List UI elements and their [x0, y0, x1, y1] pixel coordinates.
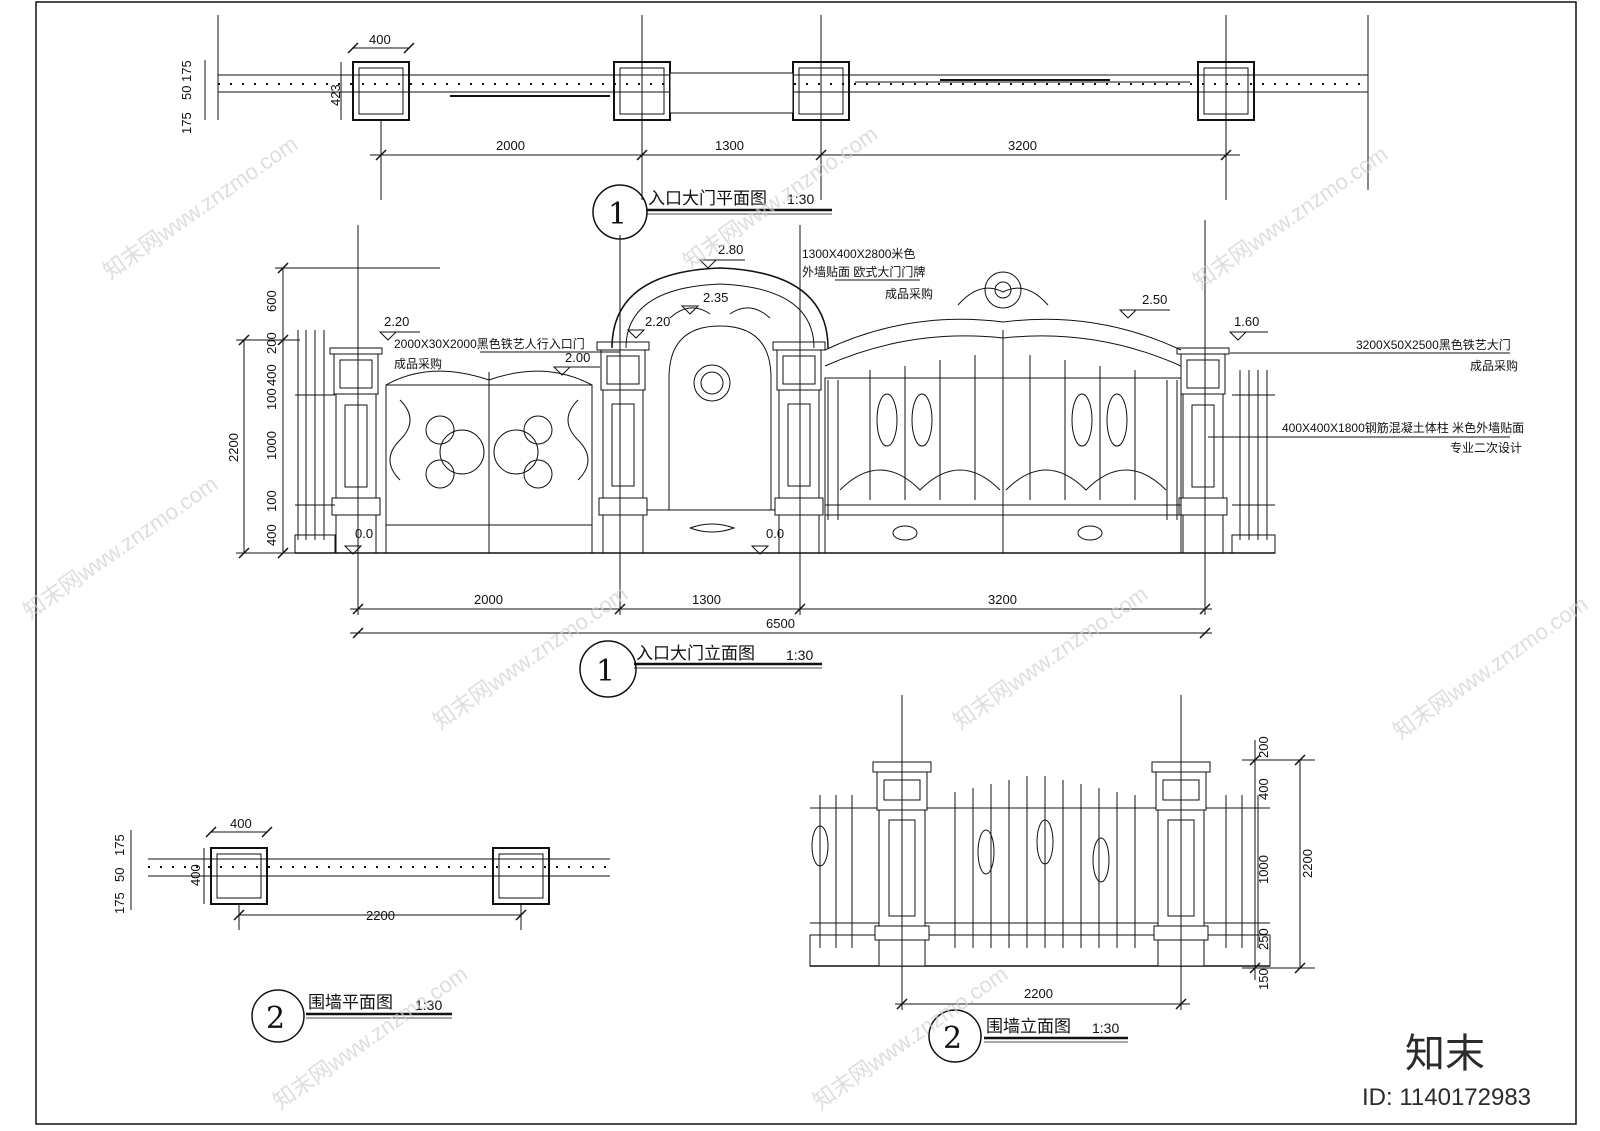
plan2-title: 围墙平面图: [308, 993, 393, 1012]
watermark: 知末网www.znzmo.com: [269, 961, 473, 1114]
plan2-index-circle: [251, 989, 305, 1043]
elev2-vdim-1000: 1000: [1256, 855, 1271, 884]
elev2-vdim-150: 150: [1256, 968, 1271, 990]
vdim-200: 200: [264, 332, 279, 354]
elev1-index-number: 1: [596, 654, 615, 689]
note-main-proc: 成品采购: [1470, 358, 1518, 373]
watermark: 知末网www.znzmo.com: [19, 471, 223, 624]
level-ground-right: 0.0: [766, 526, 784, 541]
vdim-400b: 400: [264, 524, 279, 546]
elev2-vdim-250: 250: [1256, 928, 1271, 950]
plan1-scale: 1:30: [787, 191, 814, 207]
elev1-index-circle: [579, 640, 637, 698]
elev1-title: 入口大门立面图: [636, 644, 755, 663]
level-center-post: 2.20: [645, 314, 670, 329]
level-arch-mid: 2.35: [703, 290, 728, 305]
plan2-span: 2200: [366, 908, 395, 923]
hdim-6500: 6500: [766, 616, 795, 631]
watermark: 知末网www.znzmo.com: [99, 131, 303, 284]
vdim-400a: 400: [264, 364, 279, 386]
plan1-seg3: 3200: [1008, 138, 1037, 153]
elev2-title: 围墙立面图: [986, 1017, 1071, 1036]
plan1-left-c: 175: [179, 60, 194, 82]
entrance-gate-elevation: [236, 220, 1510, 634]
watermark: 知末网www.znzmo.com: [949, 581, 1153, 734]
hdim-2000: 2000: [474, 592, 503, 607]
level-arch-top: 2.80: [718, 242, 743, 257]
plan2-c: 175: [112, 892, 127, 914]
level-ped-gate: 2.00: [565, 350, 590, 365]
note-col-proc: 专业二次设计: [1450, 440, 1522, 455]
note-ped-spec: 2000X30X2000黑色铁艺人行入口门: [394, 336, 585, 351]
boundary-wall-plan: [130, 830, 610, 930]
plan1-post-width: 400: [369, 32, 391, 47]
vdim-1000: 1000: [264, 431, 279, 460]
elev2-span: 2200: [1024, 986, 1053, 1001]
sheet-border: [35, 1, 1577, 1125]
elev2-vdim-total: 2200: [1300, 849, 1315, 878]
note-arch-finish: 外墙贴面 欧式大门门牌: [802, 264, 925, 279]
level-main-gate: 2.50: [1142, 292, 1167, 307]
vdim-100a: 100: [264, 388, 279, 410]
plan2-post-depth: 400: [188, 864, 203, 886]
elev2-index-circle: [928, 1009, 982, 1063]
note-col-spec: 400X400X1800钢筋混凝土体柱 米色外墙贴面: [1282, 420, 1524, 435]
note-main-spec: 3200X50X2500黑色铁艺大门: [1356, 337, 1511, 352]
plan1-left-a: 175: [179, 112, 194, 134]
plan1-ticks: [347, 42, 1232, 161]
elev1-ticks: [238, 262, 1211, 639]
brand-logo: 知末: [1405, 1032, 1485, 1076]
vdim-600: 600: [264, 290, 279, 312]
plan2-scale: 1:30: [415, 997, 442, 1013]
note-arch-spec: 1300X400X2800米色: [802, 247, 915, 261]
level-left-post: 2.20: [384, 314, 409, 329]
plan1-post-depth: 423: [328, 84, 343, 106]
plan1-title: 入口大门平面图: [648, 189, 767, 208]
boundary-wall-elevation: [809, 695, 1315, 1010]
elev2-index-number: 2: [943, 1021, 962, 1056]
note-arch-proc: 成品采购: [885, 286, 933, 301]
plan1-left-b: 50: [179, 86, 194, 100]
watermark: 知末网www.znzmo.com: [1389, 591, 1593, 744]
plan1-seg2: 1300: [715, 138, 744, 153]
elev1-level-markers: [343, 259, 1268, 555]
plan1-index-number: 1: [608, 197, 627, 232]
elev2-vdim-400: 400: [1256, 778, 1271, 800]
elev1-scale: 1:30: [786, 647, 813, 663]
plan2-index-number: 2: [266, 1001, 285, 1036]
plan2-a: 175: [112, 834, 127, 856]
level-ground-left: 0.0: [355, 526, 373, 541]
brand-id: ID: 1140172983: [1362, 1084, 1531, 1111]
vdim-total-2200: 2200: [226, 433, 241, 462]
watermark: 知末网www.znzmo.com: [1189, 141, 1393, 294]
vdim-100b: 100: [264, 490, 279, 512]
entrance-gate-plan: [204, 15, 1369, 200]
note-ped-proc: 成品采购: [394, 356, 442, 371]
hdim-1300: 1300: [692, 592, 721, 607]
hdim-3200: 3200: [988, 592, 1017, 607]
plan1-seg1: 2000: [496, 138, 525, 153]
elev2-scale: 1:30: [1092, 1020, 1119, 1036]
plan2-post-width: 400: [230, 816, 252, 831]
level-right-post: 1.60: [1234, 314, 1259, 329]
elev2-vdim-200: 200: [1256, 736, 1271, 758]
plan2-b: 50: [112, 868, 127, 882]
